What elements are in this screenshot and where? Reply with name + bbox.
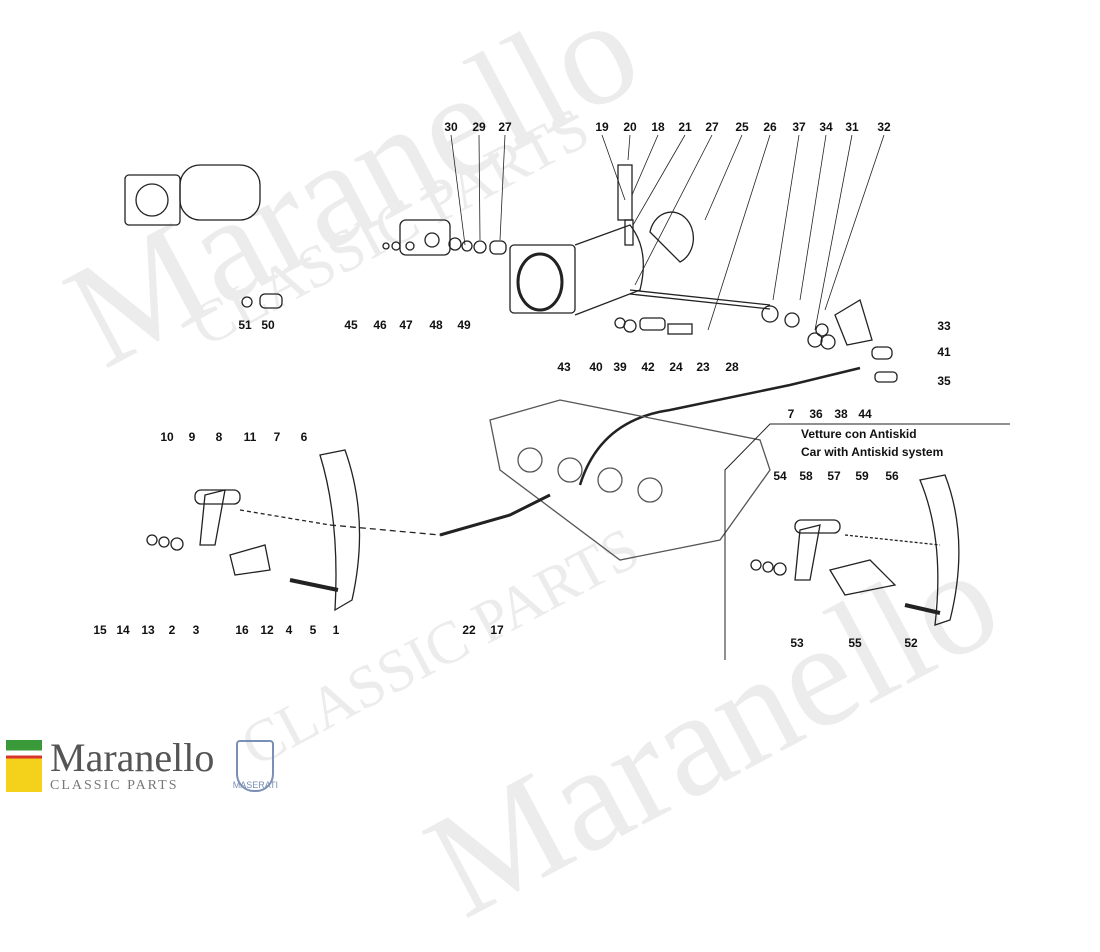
part-label: 48 [429, 318, 443, 332]
exploded-parts-drawing [124, 134, 1010, 660]
part-label: 41 [937, 345, 951, 359]
part-label: 22 [462, 623, 476, 637]
part-label: 44 [858, 407, 872, 421]
logo-subtitle: CLASSIC PARTS [50, 778, 179, 793]
antiskid-note-en: Car with Antiskid system [801, 445, 944, 459]
badge-text: MASERATI [232, 780, 279, 790]
part-label: 27 [705, 120, 719, 134]
part-label: 27 [498, 120, 512, 134]
part-label: 7 [787, 407, 795, 421]
maserati-badge-icon: MASERATI [233, 740, 278, 792]
part-label: 3 [192, 623, 200, 637]
part-label: 11 [243, 430, 257, 444]
part-label: 9 [188, 430, 196, 444]
part-label: 30 [444, 120, 458, 134]
part-label: 23 [696, 360, 710, 374]
part-label: 29 [472, 120, 486, 134]
part-label: 45 [344, 318, 358, 332]
part-label: 24 [669, 360, 683, 374]
part-label: 17 [490, 623, 504, 637]
part-label: 50 [261, 318, 275, 332]
ferrari-shield-icon [6, 740, 42, 792]
part-label: 40 [589, 360, 603, 374]
part-label: 7 [273, 430, 281, 444]
part-label: 51 [238, 318, 252, 332]
maranello-logo: Maranello CLASSIC PARTS MASERATI [6, 735, 278, 794]
part-label: 4 [285, 623, 293, 637]
part-label: 37 [792, 120, 806, 134]
part-label: 14 [116, 623, 130, 637]
part-label: 36 [809, 407, 823, 421]
part-label: 32 [877, 120, 891, 134]
part-label: 5 [309, 623, 317, 637]
part-label: 53 [790, 636, 804, 650]
part-label: 57 [827, 469, 841, 483]
part-label: 26 [763, 120, 777, 134]
part-label: 55 [848, 636, 862, 650]
part-label: 35 [937, 374, 951, 388]
part-label: 6 [300, 430, 308, 444]
part-label: 42 [641, 360, 655, 374]
part-label: 58 [799, 469, 813, 483]
part-label: 46 [373, 318, 387, 332]
logo-brand: Maranello [50, 735, 215, 780]
part-label: 31 [845, 120, 859, 134]
antiskid-note-it: Vetture con Antiskid [801, 427, 917, 441]
part-label: 59 [855, 469, 869, 483]
part-label: 34 [819, 120, 833, 134]
part-label: 38 [834, 407, 848, 421]
part-label: 1 [332, 623, 340, 637]
part-label: 39 [613, 360, 627, 374]
part-label: 33 [937, 319, 951, 333]
part-label: 12 [260, 623, 274, 637]
part-label: 56 [885, 469, 899, 483]
part-label: 16 [235, 623, 249, 637]
part-label: 21 [678, 120, 692, 134]
part-label: 54 [773, 469, 787, 483]
part-label: 28 [725, 360, 739, 374]
part-label: 10 [160, 430, 174, 444]
part-label: 20 [623, 120, 637, 134]
part-label: 52 [904, 636, 918, 650]
part-label: 43 [557, 360, 571, 374]
part-label: 15 [93, 623, 107, 637]
part-label: 47 [399, 318, 413, 332]
part-label: 49 [457, 318, 471, 332]
part-label: 8 [215, 430, 223, 444]
part-label: 13 [141, 623, 155, 637]
part-label: 25 [735, 120, 749, 134]
part-label: 19 [595, 120, 609, 134]
part-label: 18 [651, 120, 665, 134]
part-label: 2 [168, 623, 176, 637]
